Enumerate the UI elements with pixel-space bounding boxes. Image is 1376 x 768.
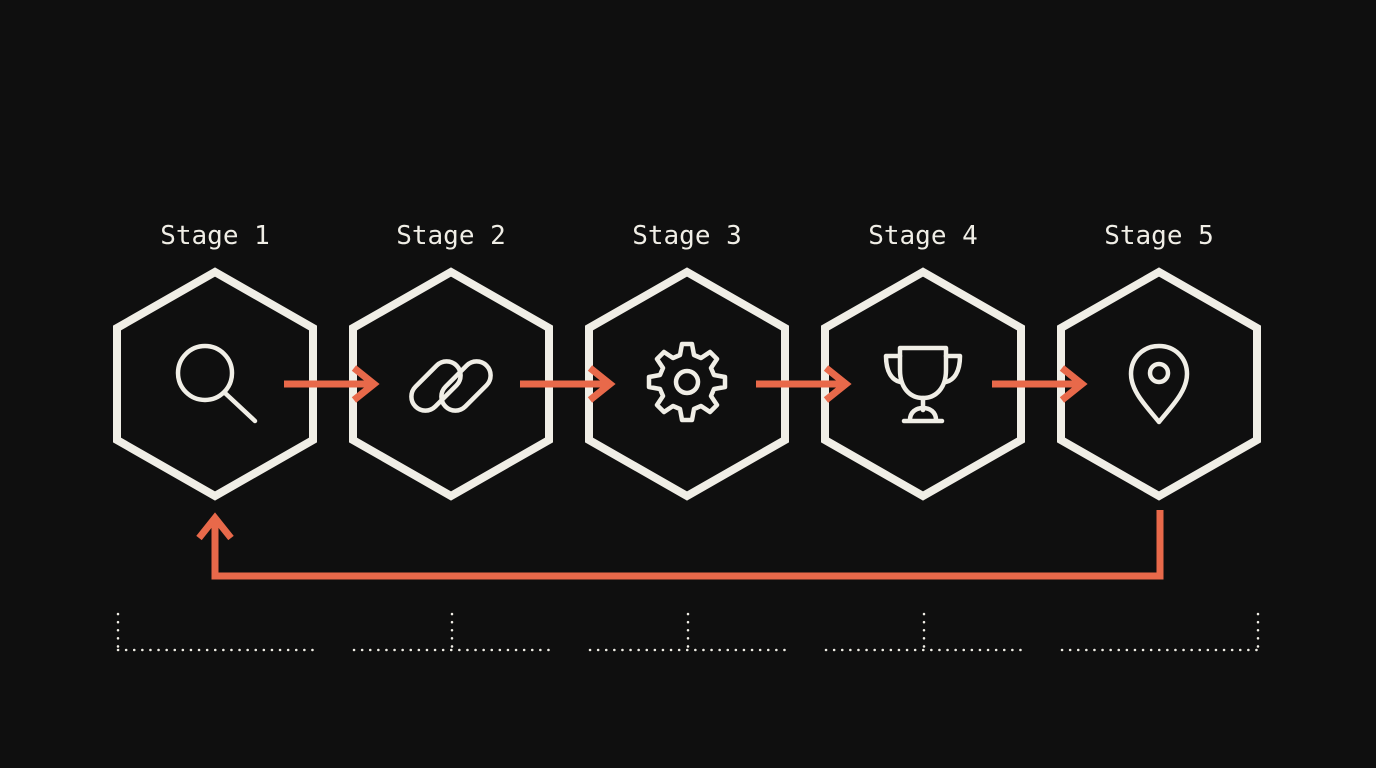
arrow-stage-1-to-2 <box>284 365 380 403</box>
stage-5-dotted-bracket <box>1060 612 1260 652</box>
stage-2-hexagon <box>349 267 553 501</box>
arrow-stage-2-to-3 <box>520 365 616 403</box>
stage-1-label: Stage 1 <box>160 221 270 251</box>
stage-1-hexagon <box>113 267 317 501</box>
trophy-icon <box>883 345 963 424</box>
stage-4-hexagon <box>821 267 1025 501</box>
stage-5-label: Stage 5 <box>1104 221 1214 251</box>
location-pin-icon <box>1128 343 1190 425</box>
stage-5-hexagon <box>1057 267 1261 501</box>
stage-4-dotted-bracket <box>824 612 1026 652</box>
search-icon <box>175 343 258 424</box>
gear-icon <box>646 341 728 423</box>
stage-2-dotted-bracket <box>352 612 554 652</box>
stage-3-hexagon <box>585 267 789 501</box>
loop-back-arrow <box>196 510 1164 580</box>
stage-2-label: Stage 2 <box>396 221 506 251</box>
stage-3-dotted-bracket <box>588 612 790 652</box>
arrow-stage-3-to-4 <box>756 365 852 403</box>
link-icon <box>409 359 493 413</box>
arrow-stage-4-to-5 <box>992 365 1088 403</box>
stage-4-label: Stage 4 <box>868 221 978 251</box>
stage-1-dotted-bracket <box>116 612 318 652</box>
stage-3-label: Stage 3 <box>632 221 742 251</box>
